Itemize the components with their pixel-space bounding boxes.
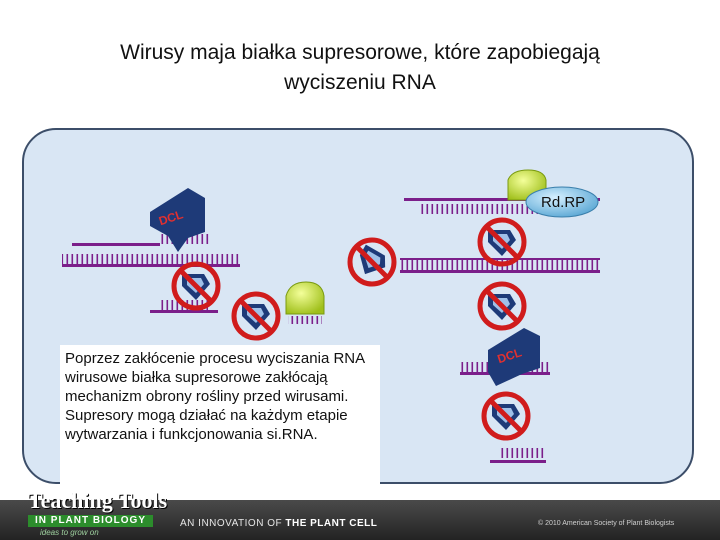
- blocked-protein-1: [171, 261, 221, 311]
- dsrna-left: [62, 234, 240, 267]
- sirna-right-lower: [490, 448, 546, 463]
- title-line-1: Wirusy maja białka supresorowe, które za…: [120, 41, 600, 64]
- rdrp-complex: Rd.RP: [404, 169, 600, 218]
- explanation-textbox: Poprzez zakłócenie procesu wyciszania RN…: [60, 345, 380, 505]
- innovation-brand: THE PLANT CELL: [285, 518, 378, 529]
- blocked-protein-2: [231, 291, 281, 341]
- blocked-protein-5: [477, 281, 527, 331]
- blocked-protein-4: [477, 217, 527, 267]
- no-symbol: [171, 261, 221, 311]
- dcl-protein-left: DCL: [150, 188, 205, 252]
- innovation-text: AN INNOVATION OF THE PLANT CELL: [180, 518, 377, 529]
- blocked-protein-6: [481, 391, 531, 441]
- innovation-prefix: AN INNOVATION OF: [180, 518, 283, 529]
- copyright-text: © 2010 American Society of Plant Biologi…: [538, 520, 675, 527]
- slide-title: Wirusy maja białka supresorowe, które za…: [40, 38, 680, 98]
- teaching-tools-logo: Teaching Tools IN PLANT BIOLOGY ideas to…: [10, 488, 167, 538]
- suppressor-protein-middle: [285, 281, 325, 324]
- logo-line-1: Teaching Tools: [28, 488, 168, 513]
- blocked-protein-3: [347, 237, 397, 287]
- rdrp-label: Rd.RP: [541, 194, 585, 211]
- rdrp-enzyme: [525, 186, 599, 218]
- dcl-protein-right: DCL: [488, 328, 540, 386]
- title-line-2: wyciszeniu RNA: [284, 71, 436, 94]
- logo-line-3: ideas to grow on: [40, 528, 99, 537]
- logo-line-2: IN PLANT BIOLOGY: [28, 515, 153, 527]
